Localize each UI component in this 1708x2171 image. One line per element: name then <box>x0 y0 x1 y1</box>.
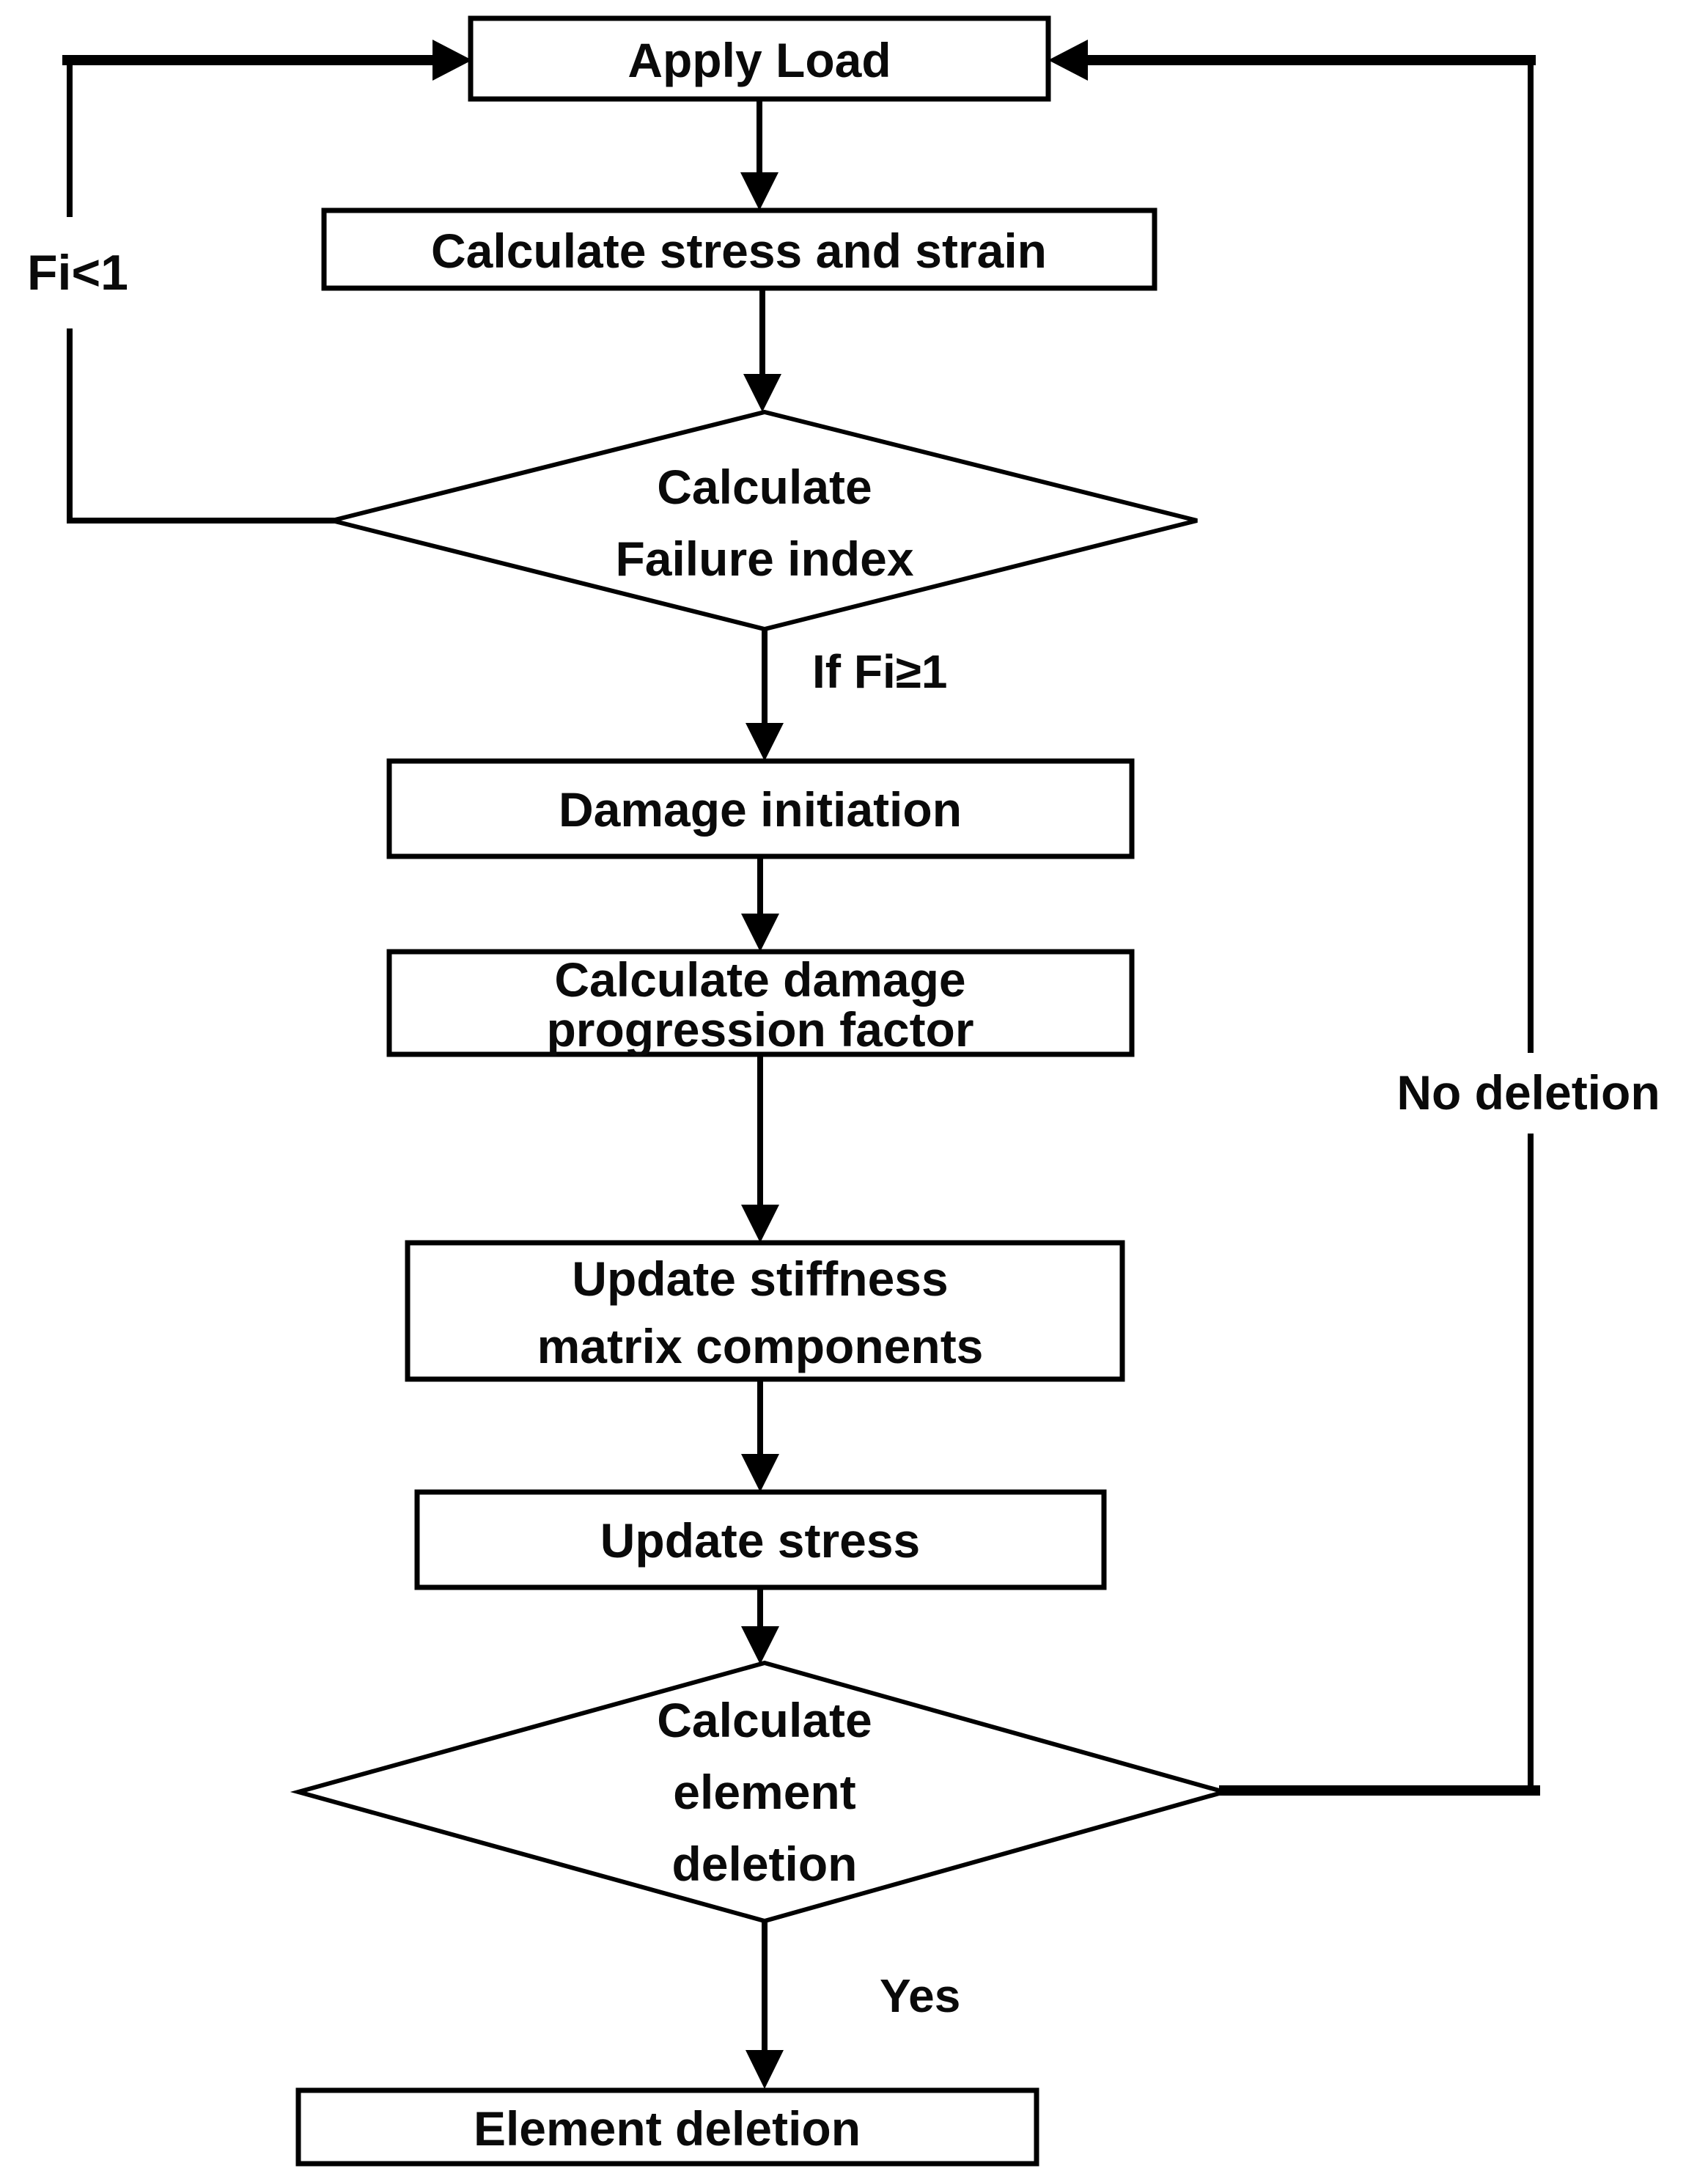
arrowhead-icon <box>741 1626 779 1664</box>
arrowhead-icon <box>746 723 784 761</box>
edge-stiffness-to-update-stress <box>741 1379 779 1492</box>
edge-label-if-fi-ge-1: If Fi≥1 <box>812 645 947 698</box>
apply-load-box <box>468 15 1051 102</box>
element-deletion-label: Element deletion <box>474 2101 861 2156</box>
failure-index-diamond <box>331 409 1198 632</box>
damage-progression-label-line1: Calculate damage <box>554 952 965 1007</box>
update-stress-box <box>414 1489 1107 1590</box>
arrowhead-icon <box>743 374 781 412</box>
node-update-stress: Update stress <box>414 1489 1107 1590</box>
no-deletion-arrowhead-icon <box>1048 40 1088 81</box>
damage-progression-label-line2: progression factor <box>546 1002 973 1057</box>
element-deletion-decision-label-line2: element <box>673 1765 855 1819</box>
arrowhead-icon <box>746 2050 784 2089</box>
arrowhead-icon <box>741 1205 779 1243</box>
edge-applyload-to-stress <box>740 99 778 210</box>
arrowhead-icon <box>740 172 778 210</box>
update-stress-label: Update stress <box>600 1513 921 1568</box>
fi-loop-arrowhead-icon <box>432 40 472 81</box>
edge-progression-to-stiffness <box>741 1054 779 1243</box>
apply-load-label: Apply Load <box>627 33 891 87</box>
damage-progression-box <box>386 949 1135 1057</box>
failure-index-label-line1: Calculate <box>657 460 872 514</box>
arrowhead-icon <box>741 914 779 952</box>
edge-label-no-deletion: No deletion <box>1396 1065 1660 1120</box>
element-deletion-box <box>295 2087 1039 2167</box>
edge-no-deletion-loop: No deletion <box>1048 40 1660 1796</box>
node-element-deletion-decision: Calculate element deletion <box>290 1660 1233 1924</box>
element-deletion-decision-label-line3: deletion <box>671 1837 857 1891</box>
edge-deletion-decision-to-element-deletion: Yes <box>746 1921 960 2089</box>
update-stiffness-box <box>405 1240 1125 1382</box>
arrowhead-icon <box>741 1454 779 1492</box>
edge-label-yes: Yes <box>880 1969 960 2022</box>
edge-failure-decision-to-damage-init: If Fi≥1 <box>746 629 947 761</box>
edge-update-stress-to-deletion-decision <box>741 1587 779 1664</box>
node-damage-progression: Calculate damage progression factor <box>386 949 1135 1057</box>
damage-initiation-label: Damage initiation <box>559 782 962 837</box>
damage-initiation-box <box>386 758 1135 859</box>
node-apply-load: Apply Load <box>468 15 1051 102</box>
node-element-deletion: Element deletion <box>295 2087 1039 2167</box>
update-stiffness-label-line2: matrix components <box>537 1319 984 1373</box>
edge-damage-init-to-progression <box>741 856 779 952</box>
node-damage-initiation: Damage initiation <box>386 758 1135 859</box>
failure-index-label-line2: Failure index <box>615 532 913 586</box>
element-deletion-diamond <box>290 1660 1233 1924</box>
node-update-stiffness: Update stiffness matrix components <box>405 1240 1125 1382</box>
node-calculate-stress-strain: Calculate stress and strain <box>321 207 1157 291</box>
edge-label-fi-less-1: Fi<1 <box>27 245 128 301</box>
node-failure-index-decision: Calculate Failure index <box>331 409 1198 632</box>
edge-stress-to-failure-decision <box>743 288 781 412</box>
calculate-stress-strain-box <box>321 207 1157 291</box>
calculate-stress-strain-label: Calculate stress and strain <box>431 224 1047 278</box>
edge-fi-less-1-loop: Fi<1 <box>27 40 472 524</box>
update-stiffness-label-line1: Update stiffness <box>572 1252 948 1306</box>
element-deletion-decision-label-line1: Calculate <box>657 1693 872 1747</box>
